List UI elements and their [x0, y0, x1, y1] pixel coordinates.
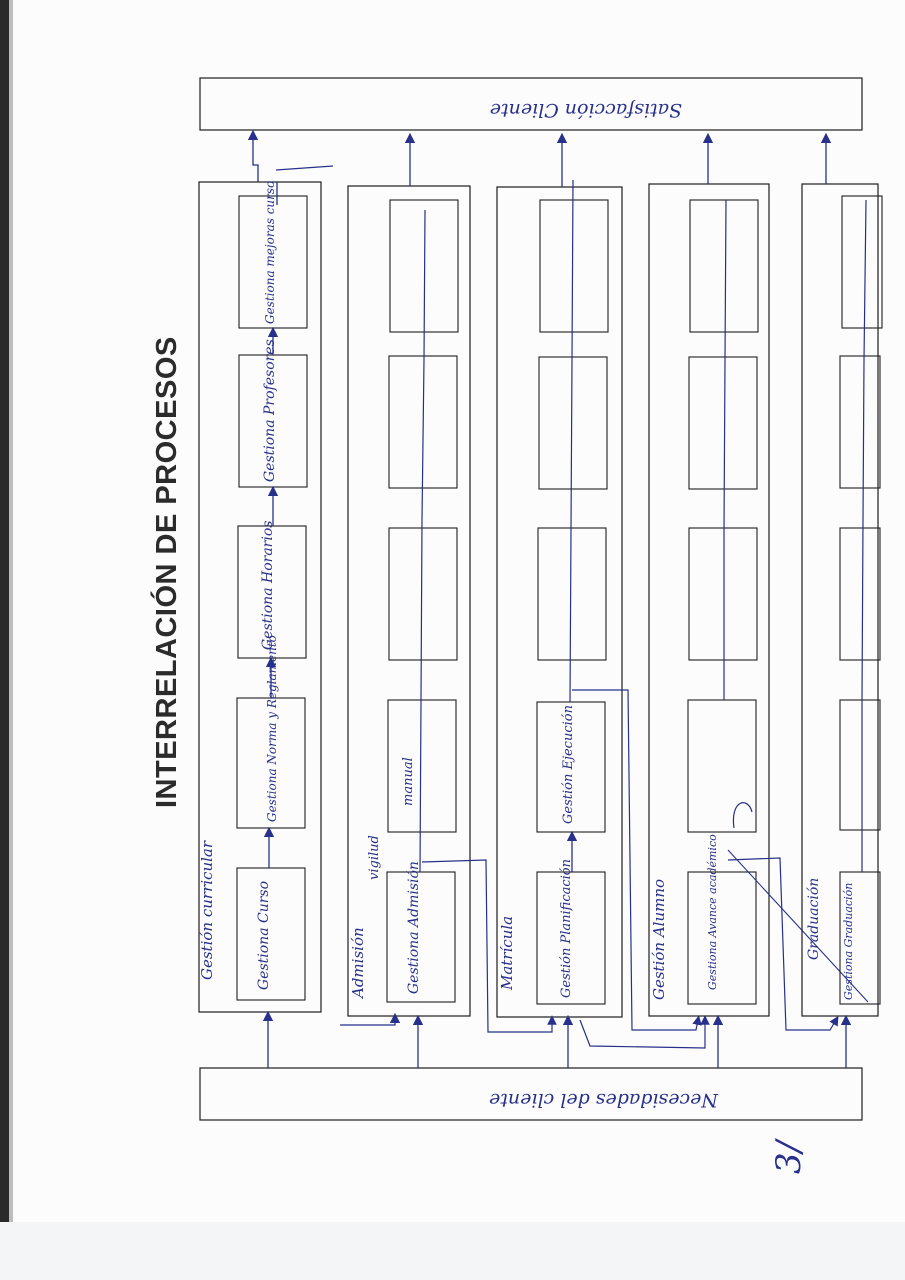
process-box-label: Gestión Planificación [559, 859, 574, 998]
output-bar [199, 77, 863, 131]
process-box-label: Gestiona Admisión [406, 861, 422, 994]
pass-through-line [419, 209, 426, 873]
loop-mark [732, 802, 753, 829]
process-box [387, 699, 457, 833]
input-bar-label: Necesidades del cliente [489, 1089, 719, 1111]
connector-admision-matricula [421, 859, 557, 1033]
process-box-label: Gestión Ejecución [561, 705, 576, 824]
row-label: Matrícula [498, 916, 516, 991]
connector-alumno-graduacion [727, 857, 839, 1031]
process-box-label: Gestiona Graduación [842, 883, 855, 1000]
handwritten-note: vigilud [367, 835, 382, 880]
process-row-admision: Admisión Gestiona Admisión vigilud manua… [340, 132, 471, 1068]
pass-through-line [861, 199, 867, 872]
page-binding-edge [0, 0, 9, 1280]
page-binding-shadow [9, 0, 13, 1280]
row-frame [496, 186, 623, 1018]
process-box [688, 356, 758, 490]
pass-through-line [569, 179, 574, 703]
row-label: Gestión Alumno [650, 879, 668, 1000]
process-box [688, 527, 758, 661]
output-stroke [275, 165, 334, 205]
process-row-gestion-curricular: Gestión curricular Gestiona Curso Gestio… [198, 129, 334, 1068]
process-box [388, 527, 458, 661]
process-box [839, 355, 881, 489]
process-box [536, 871, 606, 1005]
process-box-label: Gestiona mejoras curso [263, 181, 277, 324]
process-row-graduacion: Graduación Gestiona Graduación [801, 132, 883, 1068]
page-bottom-margin [0, 1222, 905, 1280]
process-box [839, 871, 881, 1005]
process-row-matricula: Matrícula Gestión Planificación Gestión … [421, 132, 710, 1068]
feed-arrow [340, 1012, 401, 1026]
process-box [538, 356, 608, 490]
input-bar [199, 1067, 863, 1121]
output-bar-label: Satisfacción Cliente [490, 99, 682, 121]
process-box-label: Gestiona Avance académico [706, 834, 719, 990]
output-arrow [247, 129, 259, 182]
connector-matricula-alumno [572, 689, 702, 1031]
process-box [539, 199, 609, 333]
process-box [687, 871, 757, 1005]
process-box [236, 867, 306, 1001]
process-box [839, 699, 881, 831]
page-number: 3/ [769, 1137, 809, 1174]
row-frame [347, 185, 471, 1017]
pass-through-line [723, 199, 727, 700]
process-row-gestion-alumno: Gestión Alumno Gestiona Avance académico [648, 132, 869, 1068]
process-box-label: Gestiona Horarios [260, 521, 276, 650]
process-box [687, 699, 757, 833]
process-box-label: Gestiona Curso [256, 881, 272, 990]
row-frame [648, 183, 770, 1017]
row-label: Admisión [349, 927, 367, 1000]
process-box [537, 527, 607, 661]
process-box [386, 871, 456, 1003]
process-box [841, 195, 883, 329]
row-label: Graduación [806, 878, 822, 960]
handwritten-note: manual [401, 757, 416, 806]
process-box-label: Gestiona Profesores [262, 339, 278, 482]
page-title: INTERRELACIÓN DE PROCESOS [149, 336, 183, 808]
process-box [689, 199, 759, 333]
process-box-label: Gestiona Norma y Reglamento [265, 635, 279, 822]
row-frame [801, 183, 879, 1017]
diagonal-stroke [727, 849, 869, 1003]
row-frame [198, 181, 322, 1013]
process-box [839, 527, 881, 661]
connector-matricula-alumno-2 [579, 1015, 710, 1049]
row-label: Gestión curricular [198, 840, 216, 980]
